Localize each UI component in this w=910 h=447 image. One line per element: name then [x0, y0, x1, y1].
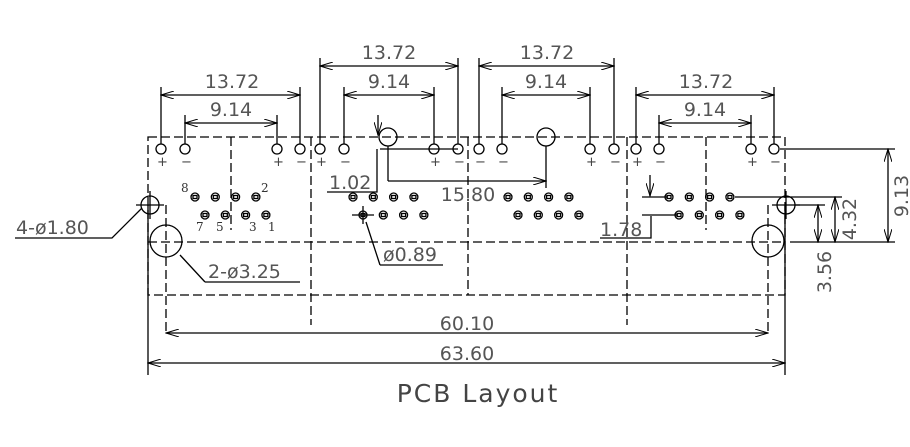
signal-pin: [543, 192, 554, 202]
dim-group3-inner: 9.14: [525, 71, 567, 93]
signal-pin: [419, 210, 429, 220]
polarity-label: +: [747, 155, 758, 170]
polarity-label: −: [655, 155, 666, 170]
signal-pin: [348, 192, 358, 202]
dim-center-holes: 15.80: [441, 184, 495, 206]
polarity-label: +: [273, 155, 284, 170]
led-pin: [768, 143, 780, 155]
signal-pin: [694, 210, 704, 220]
callout-pin-hole: ø0.89: [383, 244, 437, 266]
signal-pin: [251, 192, 261, 202]
polarity-label: −: [498, 155, 509, 170]
signal-pin: [190, 192, 200, 202]
signal-pin: [210, 192, 220, 202]
signal-pin: [398, 210, 409, 220]
polarity-label: −: [454, 155, 465, 170]
polarity-label: +: [430, 155, 441, 170]
signal-pin: [261, 210, 271, 220]
signal-pin: [714, 210, 725, 220]
polarity-label: +: [157, 155, 168, 170]
dim-group4-inner: 9.14: [684, 99, 726, 121]
signal-pin: [553, 210, 564, 220]
drawing-title: PCB Layout: [397, 379, 560, 408]
dim-group3-outer: 13.72: [520, 42, 574, 64]
signal-pin: [533, 210, 543, 220]
large-mount-hole: [149, 224, 183, 258]
dim-height-total: 9.13: [891, 175, 910, 217]
polarity-label: +: [632, 155, 643, 170]
signal-pin: [409, 192, 419, 202]
polarity-label: +: [586, 155, 597, 170]
signal-pin: [735, 210, 745, 220]
led-pin: [745, 143, 757, 155]
pin-label-1: 1: [268, 220, 276, 234]
dim-group2-inner: 9.14: [368, 71, 410, 93]
dim-group4-outer: 13.72: [679, 71, 733, 93]
polarity-label: −: [610, 155, 621, 170]
dim-group1-inner: 9.14: [210, 99, 252, 121]
led-pin: [271, 143, 283, 155]
led-pin: [338, 143, 350, 155]
polarity-label: +: [316, 155, 327, 170]
signal-pin: [725, 192, 735, 202]
signal-pin: [240, 210, 251, 220]
led-pin: [630, 143, 642, 155]
pin-label-5: 5: [216, 220, 224, 234]
led-pin: [155, 143, 167, 155]
led-pin: [294, 143, 306, 155]
signal-pin: [503, 192, 513, 202]
pin-label-3: 3: [249, 220, 257, 234]
led-pin: [314, 143, 326, 155]
pin-layer: [155, 143, 780, 224]
signal-pin: [220, 210, 230, 220]
signal-pin: [704, 192, 715, 202]
signal-pin: [230, 192, 241, 202]
dim-height-row2: 3.56: [814, 251, 836, 293]
dim-led-offset: 1.02: [329, 172, 371, 194]
signal-pin: [200, 210, 210, 220]
dim-total-width: 63.60: [440, 343, 494, 365]
led-pin: [608, 143, 620, 155]
pin-label-8: 8: [181, 181, 189, 195]
signal-pin: [574, 210, 584, 220]
signal-pin: [368, 192, 378, 202]
dim-height-row1: 4.32: [839, 198, 861, 240]
dim-group1-outer: 13.72: [205, 71, 259, 93]
callout-small-holes: 4-ø1.80: [16, 217, 89, 239]
led-pin: [496, 143, 508, 155]
pin-label-2: 2: [261, 181, 269, 195]
signal-pin: [378, 210, 388, 220]
dim-row-pitch: 1.78: [600, 219, 642, 241]
dim-group2-outer: 13.72: [362, 42, 416, 64]
dim-mount-span: 60.10: [440, 313, 494, 335]
polarity-label: −: [475, 155, 486, 170]
polarity-label: −: [770, 155, 781, 170]
led-pin: [473, 143, 485, 155]
signal-pin: [523, 192, 533, 202]
signal-pin: [513, 210, 523, 220]
signal-pin: [388, 192, 399, 202]
polarity-label: −: [296, 155, 307, 170]
signal-pin: [564, 192, 574, 202]
polarity-label: −: [181, 155, 192, 170]
large-mount-hole: [751, 224, 785, 258]
callout-large-holes: 2-ø3.25: [208, 261, 281, 283]
pin-label-7: 7: [196, 220, 204, 234]
led-pin: [653, 143, 665, 155]
signal-pin: [684, 192, 694, 202]
led-pin: [179, 143, 191, 155]
polarity-label: −: [340, 155, 351, 170]
led-pin: [584, 143, 596, 155]
